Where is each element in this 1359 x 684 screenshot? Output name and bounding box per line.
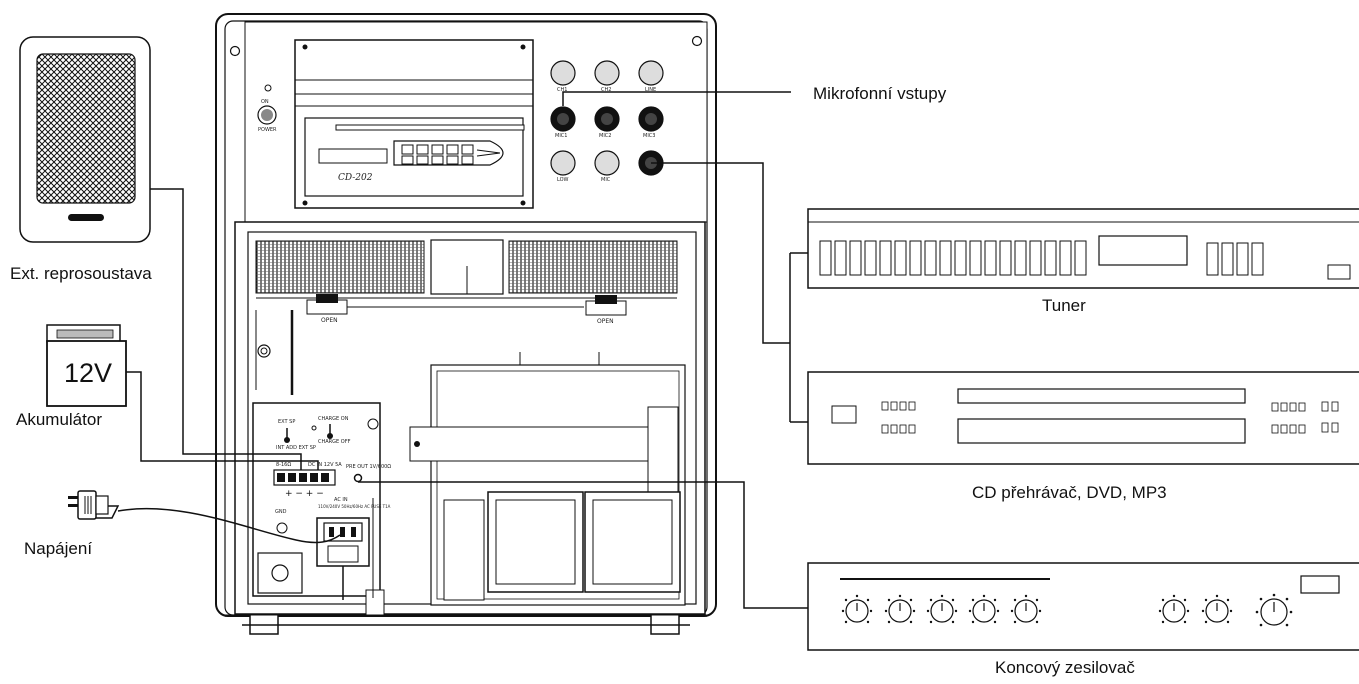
knob-label-mic2: MIC2 [599, 133, 612, 139]
main-unit: + − + − [215, 13, 717, 635]
line-input-cable [651, 162, 790, 344]
ext-sp-label: EXT SP [278, 419, 296, 425]
cd-model-label: CD-202 [338, 173, 373, 183]
battery-icon [46, 324, 127, 407]
external-speaker [19, 36, 151, 243]
power-plug-icon [68, 490, 120, 520]
pre-out-cable [358, 481, 808, 609]
speaker-cable [150, 188, 302, 470]
open-latch-left-label: OPEN [321, 317, 338, 324]
charge-on-label: CHARGE ON [318, 416, 349, 422]
knob-label-ch1: CH1 [557, 87, 568, 93]
knob-label-low: LOW [557, 177, 569, 183]
power-amp-label: Koncový zesilovač [995, 658, 1135, 677]
open-latch-right-label: OPEN [597, 318, 614, 325]
power-cable [117, 507, 341, 544]
mic-inputs-label: Mikrofonní vstupy [813, 84, 947, 103]
cd-player-device [807, 371, 1359, 465]
power-on-label: ON [261, 99, 269, 105]
pre-out-label: PRE OUT 1V/600Ω [346, 464, 392, 470]
ohm-label: 8-16Ω [276, 462, 292, 468]
battery-voltage-label: 12V [64, 358, 113, 388]
knob-label-mic: MIC [601, 177, 611, 183]
knob-label-mic3: MIC3 [643, 133, 656, 139]
power-label: Napájení [24, 539, 93, 558]
ext-speaker-label: Ext. reprosoustava [10, 264, 152, 283]
ac-spec-label: 110V/240V 50Hz/60Hz AC FUSE T1A [318, 504, 391, 509]
power-amp-device [807, 562, 1359, 651]
cd-player-label: CD přehrávač, DVD, MP3 [972, 483, 1167, 502]
gnd-label: GND [275, 509, 287, 515]
battery-label: Akumulátor [16, 410, 102, 429]
mic-inputs-pointer [562, 91, 791, 106]
svg-text:+ − + −: + − + − [285, 489, 324, 499]
knob-label-ch2: CH2 [601, 87, 612, 93]
knob-label-mic1: MIC1 [555, 133, 568, 139]
tuner-label: Tuner [1042, 296, 1086, 315]
dc-in-label: DC IN 12V 5A [308, 462, 342, 468]
int-add-label: INT ADD EXT SP [276, 445, 316, 451]
power-button-label: POWER [258, 127, 277, 133]
charge-off-label: CHARGE OFF [318, 439, 351, 445]
connection-lines [117, 91, 808, 609]
knob-label-line: LINE [645, 87, 657, 93]
tuner-device [807, 208, 1359, 289]
battery-cable [126, 371, 319, 470]
ac-in-label: AC IN [334, 497, 348, 503]
